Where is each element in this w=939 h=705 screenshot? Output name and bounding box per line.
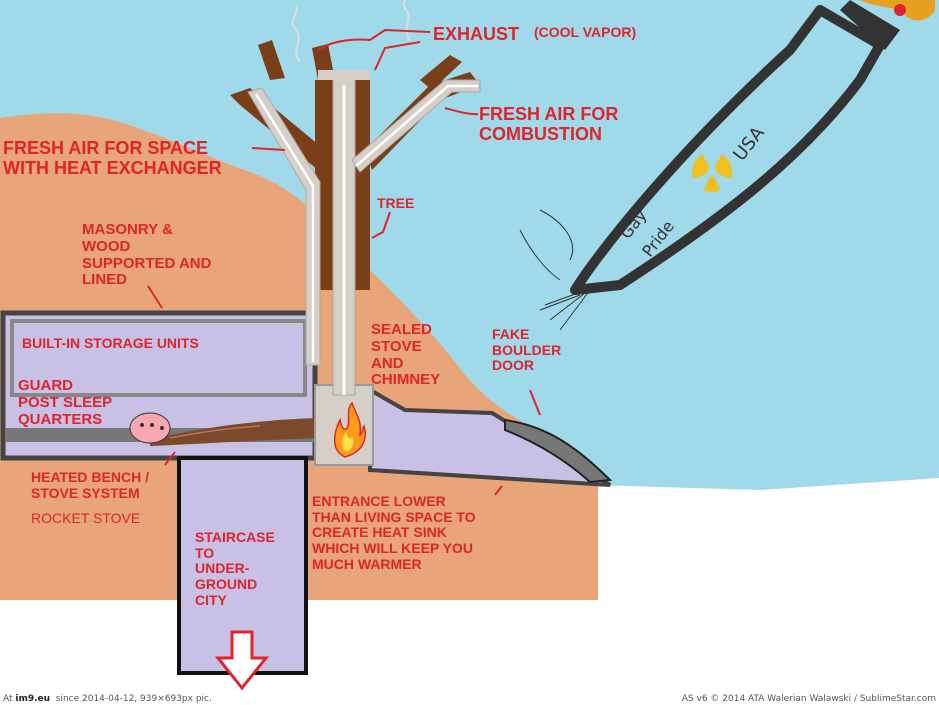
- pointer-entrance: [494, 485, 503, 496]
- tree-branch-right: [365, 72, 480, 170]
- down-arrow-icon: [214, 630, 270, 691]
- radiation-icon: [690, 150, 734, 194]
- label-staircase: STAIRCASE TO UNDER- GROUND CITY: [195, 529, 275, 608]
- footer-site-link[interactable]: im9.eu: [15, 694, 51, 704]
- label-fake-boulder: FAKE BOULDER DOOR: [492, 326, 562, 374]
- pointer-combustion: [444, 107, 479, 116]
- label-storage-units: BUILT-IN STORAGE UNITS: [22, 335, 199, 351]
- pointer-masonry: [147, 285, 163, 309]
- sleeping-person-head: [129, 412, 171, 444]
- heated-bench-wood: [150, 418, 318, 446]
- footer-right: AS v6 © 2014 ATA Walerian Walawski / Sub…: [681, 694, 936, 704]
- label-exhaust-note: (COOL VAPOR): [534, 24, 637, 40]
- label-guard-post: GUARD POST SLEEP QUARTERS: [18, 377, 113, 428]
- pointer-boulder: [529, 389, 541, 416]
- label-tree: TREE: [377, 195, 415, 211]
- missile: USA Gay Pride: [519, 0, 935, 331]
- label-masonry: MASONRY & WOOD SUPPORTED AND LINED: [82, 221, 212, 289]
- tree-branch-left-top: [258, 40, 285, 80]
- storage-units-box: [10, 319, 307, 397]
- label-fresh-air-combustion: FRESH AIR FOR COMBUSTION: [479, 104, 619, 145]
- tree-branch-right2: [420, 55, 462, 90]
- pointer-fresh-space: [251, 147, 286, 151]
- label-entrance: ENTRANCE LOWER THAN LIVING SPACE TO CREA…: [312, 493, 476, 572]
- footer-bar: At im9.eu since 2014-04-12, 939×693px pi…: [0, 693, 939, 705]
- fresh-air-pipe-right: [351, 79, 481, 173]
- label-sealed-stove: SEALED STOVE AND CHIMNEY: [371, 321, 441, 389]
- pointer-bench: [164, 451, 176, 466]
- missile-flame: [860, 0, 935, 21]
- label-fresh-air-space: FRESH AIR FOR SPACE WITH HEAT EXCHANGER: [3, 138, 222, 179]
- fresh-air-pipe-left: [247, 87, 321, 366]
- label-heated-bench: HEATED BENCH / STOVE SYSTEM: [31, 469, 149, 501]
- pointer-tree: [371, 211, 391, 239]
- label-rocket-stove: ROCKET STOVE: [31, 510, 141, 526]
- fake-boulder-door: [504, 418, 613, 484]
- label-exhaust: EXHAUST: [433, 24, 520, 44]
- exhaust-smoke: [291, 5, 301, 63]
- footer-left: At im9.eu since 2014-04-12, 939×693px pi…: [3, 694, 212, 704]
- pointer-exhaust: [317, 28, 431, 51]
